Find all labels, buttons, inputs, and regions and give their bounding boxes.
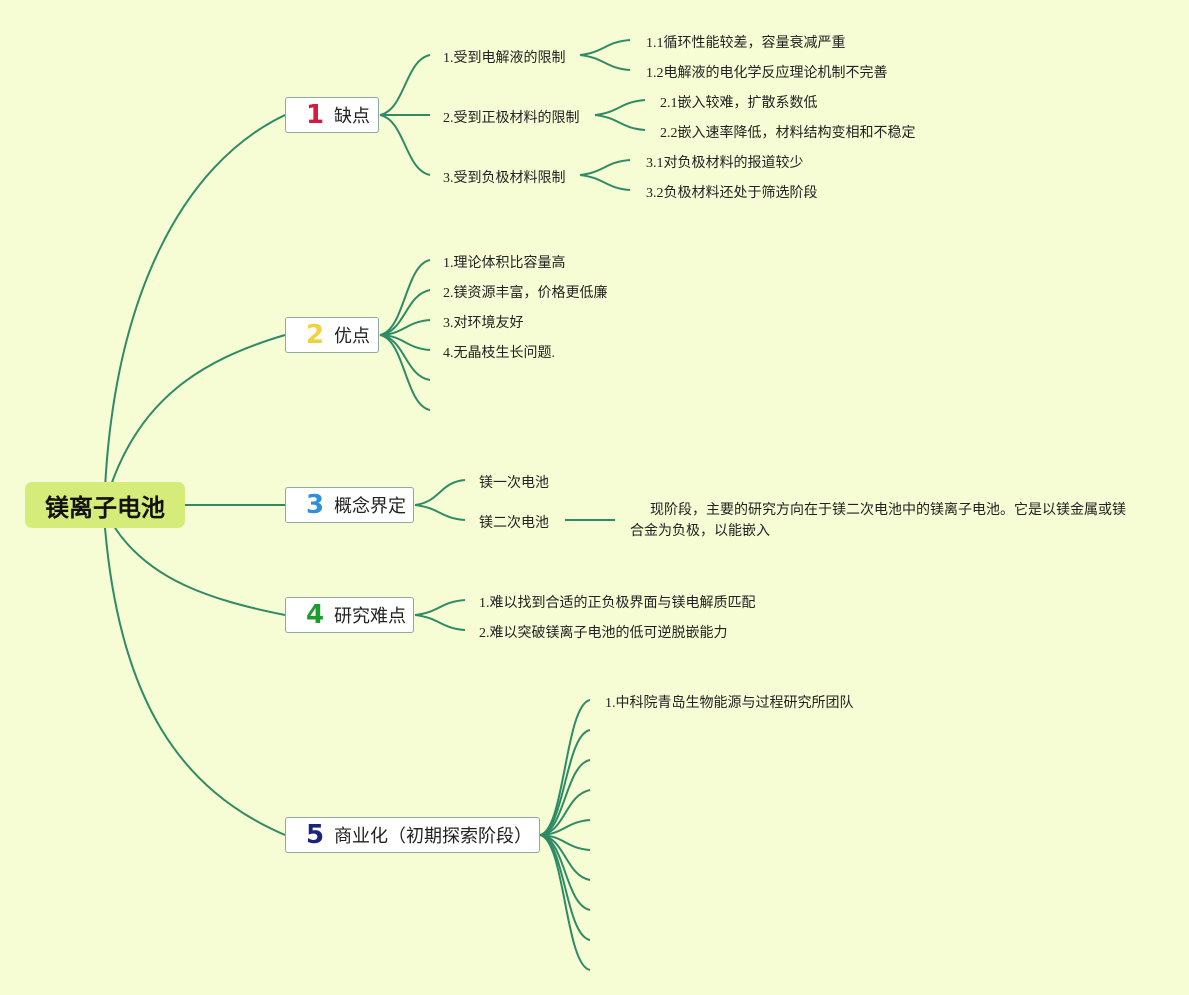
connector-root-topic-2 <box>109 334 286 489</box>
topic-commercialization[interactable]: 5 商业化（初期探索阶段） <box>285 817 540 853</box>
detail-2-2[interactable]: 2.2嵌入速率降低，材料结构变相和不稳定 <box>660 126 916 141</box>
topic-label: 概念界定 <box>334 496 406 517</box>
difficulty-item[interactable]: 2.难以突破镁离子电池的低可逆脱嵌能力 <box>479 626 728 641</box>
disadvantage-anode[interactable]: 3.受到负极材料限制 <box>443 171 566 186</box>
concept-secondary-note[interactable]: 现阶段，主要的研究方向在于镁二次电池中的镁离子电池。它是以镁金属或镁合金为负极，… <box>630 503 1126 539</box>
difficulty-item[interactable]: 1.难以找到合适的正负极界面与镁电解质匹配 <box>479 596 756 611</box>
connector-t5-c3 <box>539 759 591 836</box>
connector-t5-c2 <box>539 729 591 836</box>
connector-t4-d1 <box>414 599 466 616</box>
connector-root-topic-4 <box>114 527 286 616</box>
topic-label: 商业化（初期探索阶段） <box>334 826 532 847</box>
concept-primary-battery[interactable]: 镁一次电池 <box>479 476 549 491</box>
topic-advantages[interactable]: 2 优点 <box>285 317 379 353</box>
connector-b2-c2 <box>594 114 646 131</box>
connector-b2-c1 <box>594 99 646 116</box>
topic-label: 缺点 <box>334 106 370 127</box>
connector-t5-c10 <box>539 834 591 971</box>
root-node[interactable]: 镁离子电池 <box>25 482 185 528</box>
topic-disadvantages[interactable]: 1 缺点 <box>285 97 379 133</box>
detail-1-1[interactable]: 1.1循环性能较差，容量衰减严重 <box>646 36 846 51</box>
connector-root-topic-1 <box>104 114 286 489</box>
connector-b3-c1 <box>579 159 631 176</box>
connector-t3-primary <box>414 479 466 506</box>
topic-label: 优点 <box>334 326 370 347</box>
topic-label: 研究难点 <box>334 606 406 627</box>
connector-t2-l2 <box>379 289 431 336</box>
advantage-item[interactable]: 4.无晶枝生长问题. <box>443 346 555 361</box>
topic-number-1: 1 <box>305 100 325 130</box>
advantage-item[interactable]: 3.对环境友好 <box>443 316 524 331</box>
connector-t2-l3 <box>379 319 431 336</box>
connector-t1-b1 <box>379 54 431 116</box>
detail-3-1[interactable]: 3.1对负极材料的报道较少 <box>646 156 804 171</box>
topic-number-3: 3 <box>305 490 325 520</box>
advantage-item[interactable]: 2.镁资源丰富，价格更低廉 <box>443 286 608 301</box>
connector-t5-c9 <box>539 834 591 941</box>
commercial-item[interactable]: 1.中科院青岛生物能源与过程研究所团队 <box>605 696 854 711</box>
connector-b3-c2 <box>579 174 631 191</box>
connector-root-topic-5 <box>104 527 286 836</box>
connector-t4-d2 <box>414 614 466 631</box>
topic-number-5: 5 <box>305 820 325 850</box>
advantage-item[interactable]: 1.理论体积比容量高 <box>443 256 566 271</box>
connector-b1-c2 <box>579 54 631 71</box>
connector-t2-l5 <box>379 334 431 381</box>
disadvantage-cathode[interactable]: 2.受到正极材料的限制 <box>443 111 580 126</box>
topic-number-2: 2 <box>305 320 325 350</box>
connector-t2-l1 <box>379 259 431 336</box>
connector-b1-c1 <box>579 39 631 56</box>
connector-t5-c1 <box>539 699 591 836</box>
detail-1-2[interactable]: 1.2电解液的电化学反应理论机制不完善 <box>646 66 888 81</box>
detail-2-1[interactable]: 2.1嵌入较难，扩散系数低 <box>660 96 818 111</box>
connector-t2-l6 <box>379 334 431 411</box>
topic-concepts[interactable]: 3 概念界定 <box>285 487 414 523</box>
connector-t5-c5 <box>539 819 591 836</box>
topic-number-4: 4 <box>305 600 325 630</box>
connector-t1-b3 <box>379 114 431 176</box>
disadvantage-electrolyte[interactable]: 1.受到电解液的限制 <box>443 51 566 66</box>
concept-secondary-battery[interactable]: 镁二次电池 <box>479 516 549 531</box>
connector-t3-secondary <box>414 504 466 521</box>
detail-3-2[interactable]: 3.2负极材料还处于筛选阶段 <box>646 186 818 201</box>
topic-difficulties[interactable]: 4 研究难点 <box>285 597 414 633</box>
